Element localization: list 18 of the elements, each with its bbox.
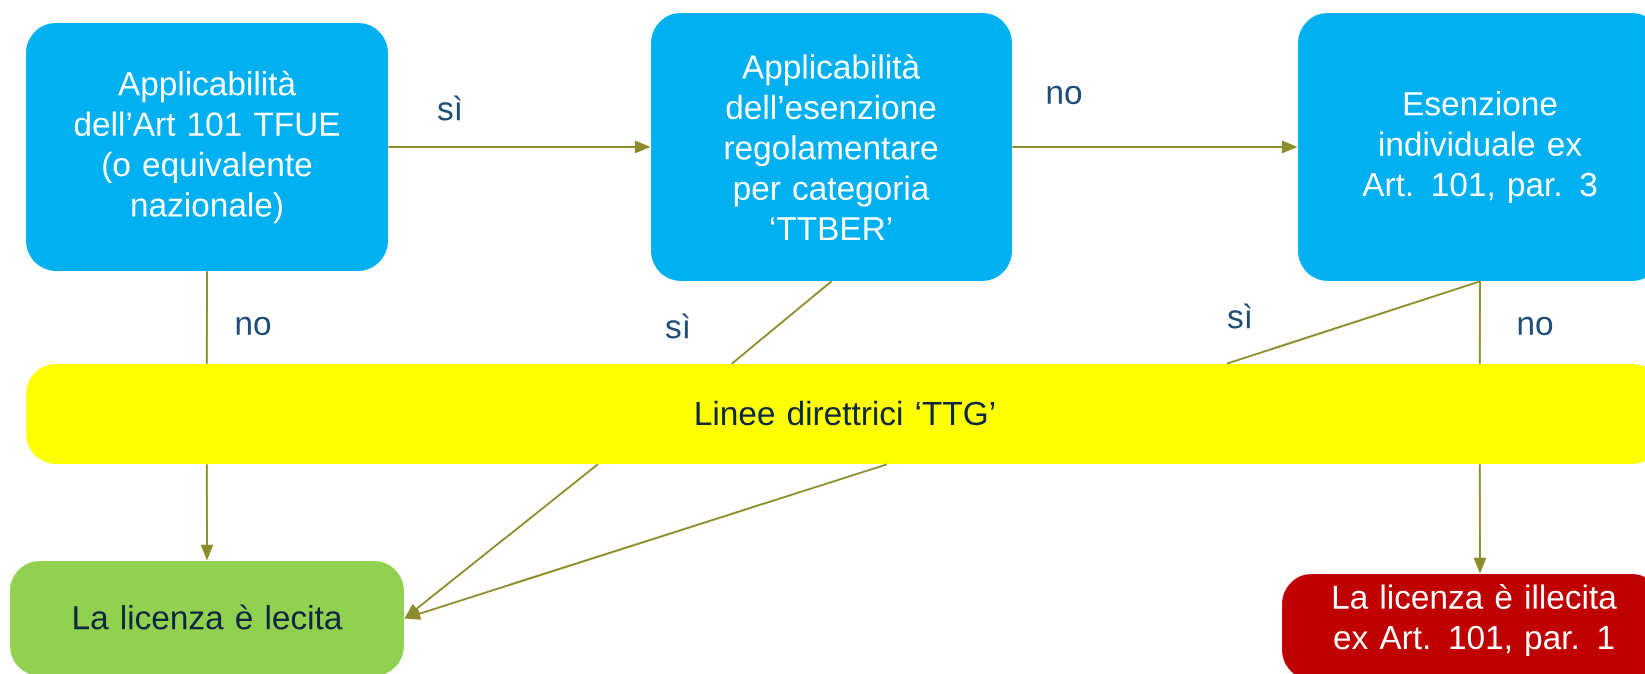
edge-label: no [1047,85,1082,105]
edge-label: sì [1227,303,1251,329]
guidelines-band [26,364,1645,464]
edge-label: no [236,316,271,336]
node-text: Linee direttrici ‘TTG’ [696,400,995,426]
edge-label: sì [437,95,461,121]
node-text: Esenzione individuale ex Art. 101, par. 3 [1362,91,1597,203]
outcome-box [1282,574,1645,674]
node-text: La licenza è illecita ex Art. 101, par. 1 [1333,584,1617,656]
decision-box [651,13,1012,281]
node-text: Applicabilità dell’esenzione regolamentare per categoria ‘TTBER’ [725,53,938,241]
decision-box [26,23,388,271]
node-text: La licenza è lecita [74,604,343,630]
outcome-box [10,561,404,674]
decision-box [1298,13,1645,281]
node-text: Applicabilità dell’Art 101 TFUE (o equivalente nazionale) [74,70,340,224]
edge-label: no [1518,316,1553,336]
edge-label: sì [665,313,689,339]
